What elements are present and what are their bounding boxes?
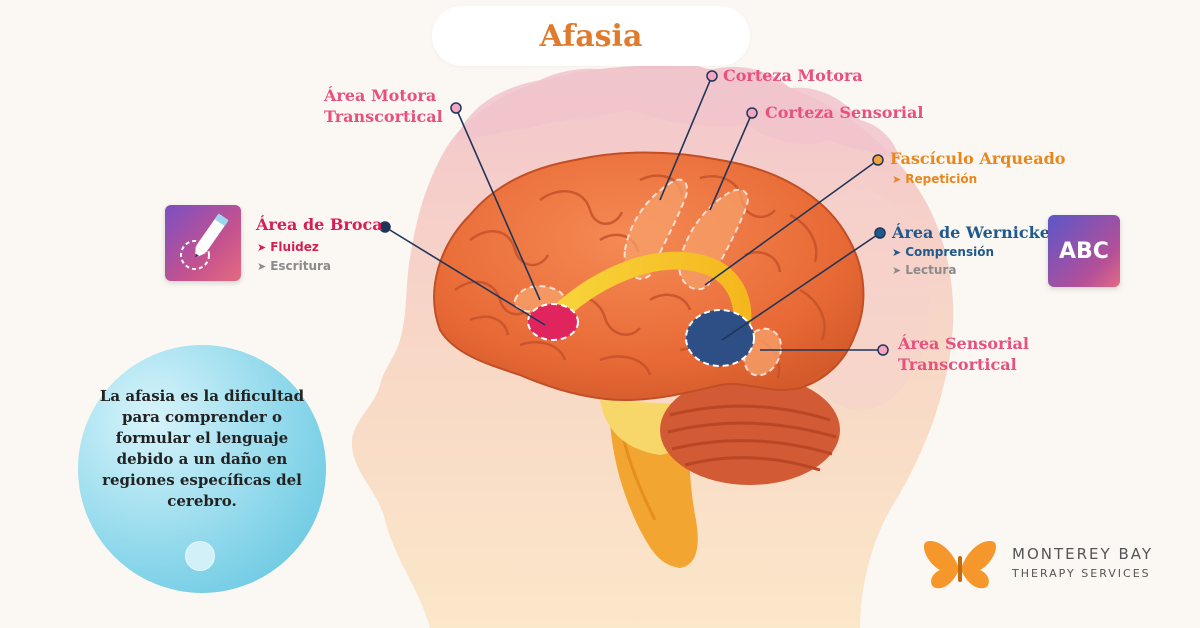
label-text: Transcortical bbox=[898, 355, 1017, 374]
logo-line1: MONTEREY BAY bbox=[1012, 545, 1153, 563]
arrow-icon: ➤ bbox=[892, 246, 902, 259]
sub-text: Lectura bbox=[905, 263, 957, 277]
title-pill: Afasia bbox=[432, 6, 750, 66]
arcuate-fasciculus bbox=[551, 251, 752, 334]
cerebellum bbox=[660, 375, 840, 485]
sub-lectura: ➤Lectura bbox=[892, 261, 956, 280]
abc-text: ABC bbox=[1059, 238, 1109, 264]
pencil-writing-icon bbox=[180, 213, 229, 270]
wernicke-region bbox=[685, 309, 755, 367]
label-text: Área Motora bbox=[324, 86, 437, 105]
arrow-icon: ➤ bbox=[892, 264, 902, 277]
sub-text: Repetición bbox=[905, 172, 978, 186]
label-fasciculo-arqueado: Fascículo Arqueado bbox=[890, 149, 1066, 168]
label-text: Transcortical bbox=[324, 107, 443, 126]
info-text: La afasia es la dificultad para comprend… bbox=[99, 387, 305, 510]
label-area-sensorial-transcortical: Área Sensorial Transcortical bbox=[898, 333, 1029, 375]
broca-region bbox=[527, 303, 579, 341]
arrow-icon: ➤ bbox=[892, 173, 902, 186]
cerebrum bbox=[433, 151, 865, 402]
label-area-motora-transcortical: Área Motora Transcortical bbox=[324, 85, 443, 127]
sub-escritura: ➤Escritura bbox=[257, 257, 331, 276]
label-text: Área Sensorial bbox=[898, 334, 1029, 353]
leader-dots bbox=[379, 70, 889, 356]
sub-fluidez: ➤Fluidez bbox=[257, 238, 319, 257]
logo-line2: THERAPY SERVICES bbox=[1012, 567, 1151, 580]
label-corteza-sensorial: Corteza Sensorial bbox=[765, 103, 924, 122]
label-area-de-wernicke: Área de Wernicke bbox=[892, 223, 1050, 242]
label-area-de-broca: Área de Broca bbox=[256, 215, 383, 234]
butterfly-logo-icon bbox=[923, 541, 997, 589]
sub-comprension: ➤Comprensión bbox=[892, 243, 994, 262]
writing-card bbox=[165, 205, 241, 281]
leader-lines bbox=[384, 75, 883, 351]
sub-text: Comprensión bbox=[905, 245, 995, 259]
sub-repeticion: ➤Repetición bbox=[892, 170, 977, 189]
sub-text: Escritura bbox=[270, 259, 331, 273]
info-dot bbox=[185, 541, 215, 571]
sub-text: Fluidez bbox=[270, 240, 319, 254]
abc-card: ABC bbox=[1048, 215, 1120, 287]
arrow-icon: ➤ bbox=[257, 260, 267, 273]
label-corteza-motora: Corteza Motora bbox=[723, 66, 863, 85]
page-title: Afasia bbox=[539, 18, 643, 54]
arrow-icon: ➤ bbox=[257, 241, 267, 254]
